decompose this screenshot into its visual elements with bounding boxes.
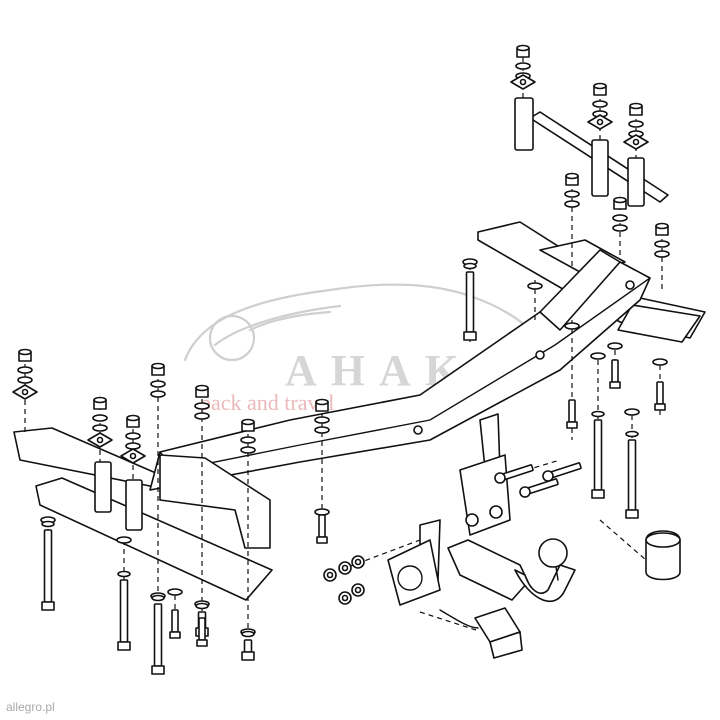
long-bolt xyxy=(117,570,131,651)
short-bolt xyxy=(566,399,578,429)
ball-cap xyxy=(645,530,681,581)
nut-washer-stack xyxy=(17,348,33,384)
long-bolt-set xyxy=(41,262,666,675)
electrical-socket xyxy=(439,607,523,659)
washer xyxy=(564,322,580,330)
washer xyxy=(314,508,330,516)
nut-washer-stack xyxy=(150,362,166,398)
marketplace-label: allegro.pl xyxy=(6,700,55,714)
washer xyxy=(116,536,132,544)
nut-washer-stack xyxy=(92,396,108,432)
washer xyxy=(652,358,668,366)
horizontal-bolt xyxy=(542,462,582,482)
short-bolt xyxy=(609,359,621,389)
horizontal-bolt xyxy=(494,464,534,484)
nut-washer-stack xyxy=(564,172,580,208)
left-mounting-bracket xyxy=(13,427,273,601)
long-bolt xyxy=(463,262,477,341)
nut-washer-stack xyxy=(240,418,256,454)
washer xyxy=(590,352,606,360)
tow-ball xyxy=(538,538,568,568)
bolt-hardware-set xyxy=(12,44,670,636)
nut-washer-stack xyxy=(654,222,670,258)
nut-washer-stack xyxy=(194,384,210,420)
short-bolt xyxy=(316,514,328,544)
long-bolt xyxy=(151,594,165,675)
spacer-tube xyxy=(94,461,112,513)
nut-washer-stack xyxy=(612,196,628,232)
nut-washer-stack xyxy=(628,102,644,138)
ball-neck xyxy=(447,538,576,602)
nut-washer-stack xyxy=(314,398,330,434)
watermark-tagline: pack and travel xyxy=(200,390,334,415)
nut-washer-stack xyxy=(125,414,141,450)
long-bolt xyxy=(591,410,605,499)
washer xyxy=(167,588,183,596)
washer xyxy=(624,408,640,416)
nut-washer-stack xyxy=(515,44,531,80)
short-bolt xyxy=(196,617,208,647)
long-bolt xyxy=(625,430,639,519)
washer xyxy=(607,342,623,350)
spacer-tube xyxy=(627,157,645,207)
spacer-tube xyxy=(514,97,534,151)
horizontal-bolt xyxy=(519,478,559,498)
spacer-tube xyxy=(591,139,609,197)
short-bolt xyxy=(169,609,181,639)
spacer-tube xyxy=(125,479,143,531)
long-bolt xyxy=(241,630,255,661)
long-bolt xyxy=(41,520,55,611)
main-cross-beam xyxy=(149,249,651,549)
short-bolt xyxy=(654,381,666,411)
washer xyxy=(527,282,543,290)
watermark-logo: AHAKA pack and travel xyxy=(183,283,532,415)
nut-washer-stack xyxy=(592,82,608,118)
